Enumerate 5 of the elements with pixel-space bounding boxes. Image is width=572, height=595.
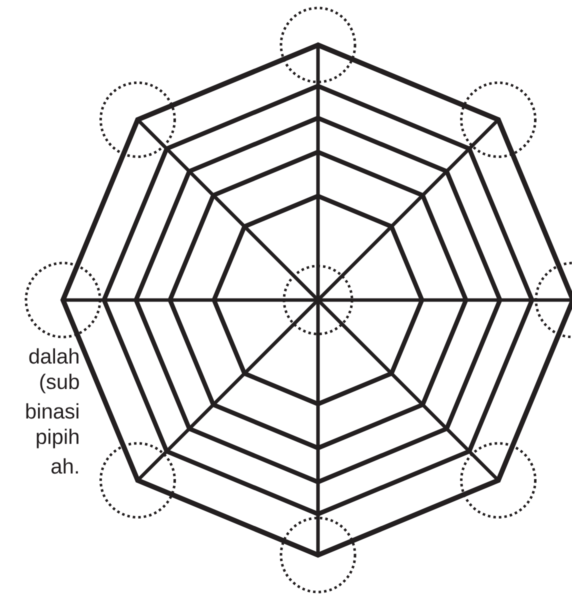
text-fragment: ah. (52, 458, 78, 474)
text-fragment: pipih (36, 428, 78, 448)
text-fragment: (sub (40, 374, 79, 394)
text-fragment: dalah (29, 348, 78, 364)
text-fragment: binasi (26, 403, 78, 419)
